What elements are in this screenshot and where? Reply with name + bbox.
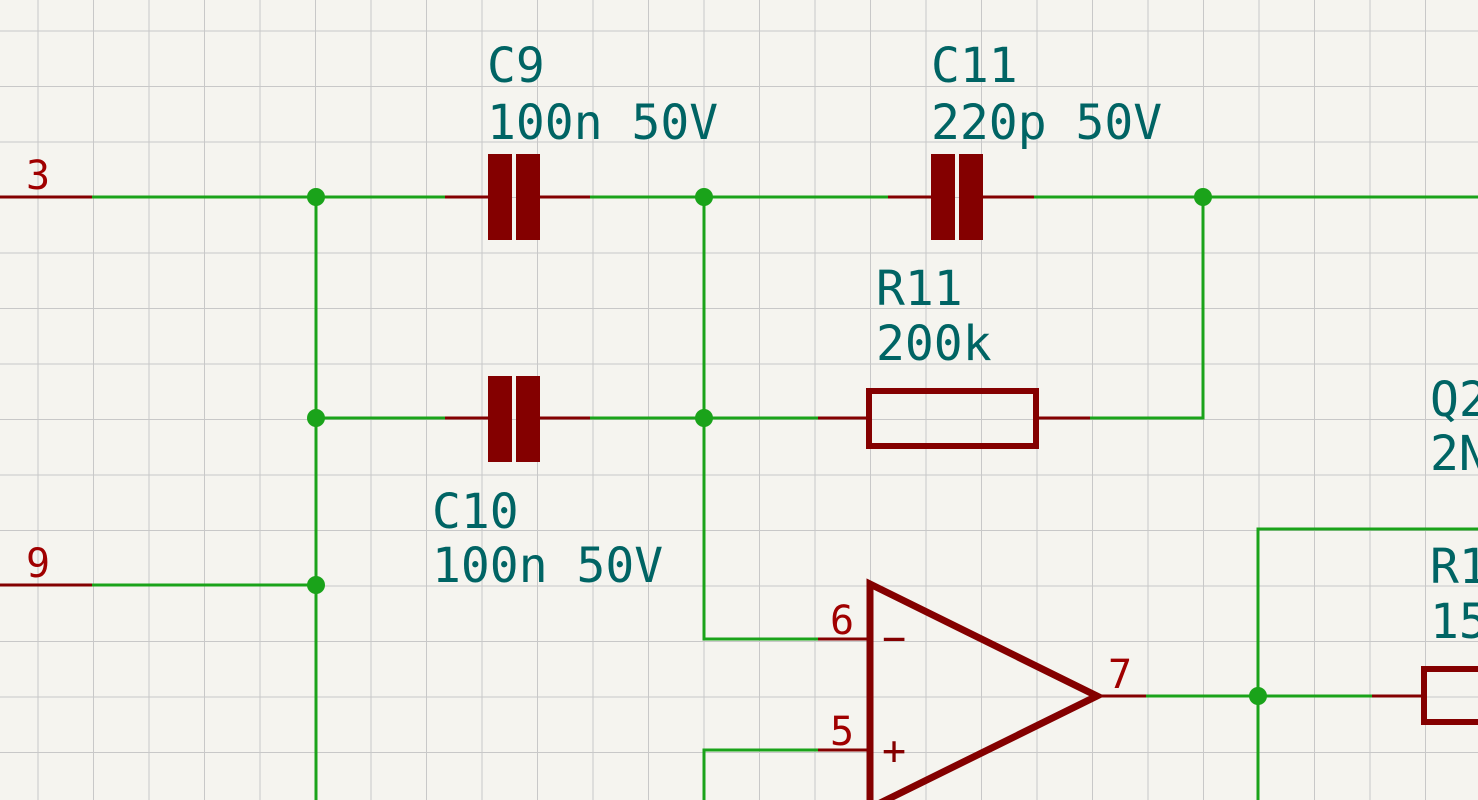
capacitor-plate xyxy=(516,376,540,462)
net-label-9: 9 xyxy=(26,541,50,587)
junction-dot[interactable] xyxy=(695,409,713,427)
wire-feedback[interactable] xyxy=(1090,197,1205,420)
op-amp-minus-sign: − xyxy=(882,616,906,662)
c10-ref: C10 xyxy=(432,484,519,540)
capacitor-plate xyxy=(488,154,512,240)
capacitor-plate xyxy=(488,376,512,462)
r1x-ref: R1 xyxy=(1430,539,1478,595)
junction-dot[interactable] xyxy=(695,188,713,206)
op-amp-pin-6-label: 6 xyxy=(830,598,854,644)
r1x-value: 15 xyxy=(1430,594,1478,650)
capacitor-plate xyxy=(931,154,955,240)
wire-noninv[interactable] xyxy=(702,748,818,800)
c9-value: 100n 50V xyxy=(487,95,718,151)
op-amp-symbol[interactable] xyxy=(818,578,1146,800)
wire-mid-vertical[interactable] xyxy=(702,197,818,641)
junction-dot[interactable] xyxy=(1194,188,1212,206)
c11-ref: C11 xyxy=(931,38,1018,94)
capacitor-c10[interactable] xyxy=(445,376,590,462)
net-pins xyxy=(0,195,92,587)
resistor-r11[interactable] xyxy=(818,388,1090,449)
r11-value: 200k xyxy=(876,316,992,372)
junctions xyxy=(307,188,1267,705)
capacitor-c11[interactable] xyxy=(888,154,1034,240)
resistor-body xyxy=(1421,666,1478,725)
capacitor-plate xyxy=(959,154,983,240)
junction-dot[interactable] xyxy=(1249,687,1267,705)
c11-value: 220p 50V xyxy=(931,95,1162,151)
junction-dot[interactable] xyxy=(307,188,325,206)
r11-ref: R11 xyxy=(876,261,963,317)
junction-dot[interactable] xyxy=(307,576,325,594)
c10-value: 100n 50V xyxy=(432,538,663,594)
net-label-3: 3 xyxy=(26,153,50,199)
wire-right-branch[interactable] xyxy=(1256,527,1478,800)
resistor-body xyxy=(866,388,1039,449)
capacitor-plate xyxy=(516,154,540,240)
q2-ref: Q2 xyxy=(1430,372,1478,428)
op-amp-pin-5-label: 5 xyxy=(830,709,854,755)
q2-value: 2N xyxy=(1430,426,1478,482)
resistor-r1x[interactable] xyxy=(1372,666,1478,725)
capacitor-c9[interactable] xyxy=(445,154,590,240)
op-amp-plus-sign: + xyxy=(882,728,906,774)
op-amp-triangle xyxy=(866,578,1105,800)
op-amp-pin-7-label: 7 xyxy=(1108,652,1132,698)
junction-dot[interactable] xyxy=(307,409,325,427)
c9-ref: C9 xyxy=(487,38,545,94)
